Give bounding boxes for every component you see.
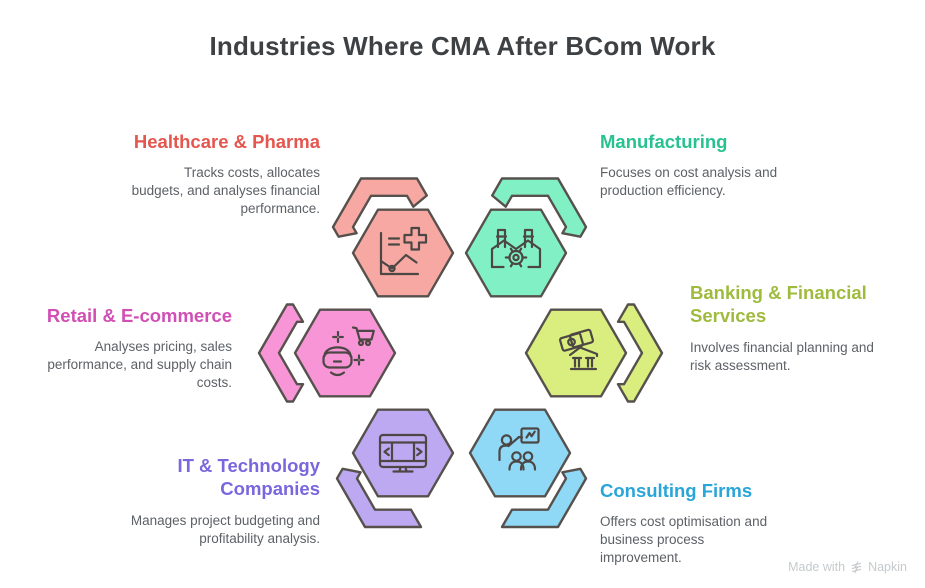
napkin-logo-icon (851, 560, 862, 573)
section-heading: Retail & E-commerce (46, 305, 232, 326)
hexagon-banking-financial (524, 303, 664, 403)
hexagon-accent (335, 467, 423, 529)
section-it-technology: IT & Technology Companies Manages projec… (65, 454, 320, 547)
hexagon (351, 208, 455, 298)
hexagon-accent (500, 467, 588, 529)
page-title: Industries Where CMA After BCom Work (209, 31, 716, 61)
hexagon-healthcare-pharma (331, 177, 455, 298)
hexagon (524, 308, 628, 398)
hexagon-accent (257, 303, 305, 403)
watermark-prefix: Made with (788, 560, 846, 574)
section-heading: Healthcare & Pharma (133, 131, 320, 152)
hexagon-it-technology (335, 408, 455, 529)
section-heading: Banking & Financial Services (690, 282, 867, 327)
section-healthcare-pharma: Healthcare & Pharma Tracks costs, alloca… (50, 130, 320, 218)
hexagon (351, 408, 455, 498)
section-description: Manages project budgeting and profitabil… (130, 512, 320, 546)
section-description: Tracks costs, allocates budgets, and ana… (131, 165, 320, 216)
section-heading: Manufacturing (600, 131, 728, 152)
chart-medical-cross-icon (379, 226, 428, 276)
presentation-people-icon (498, 427, 540, 471)
section-description: Involves financial planning and risk ass… (690, 339, 874, 373)
hexagon-cluster (257, 177, 664, 529)
hexagon-consulting-firms (468, 408, 588, 529)
section-description: Analyses pricing, sales performance, and… (47, 339, 232, 390)
hexagon-retail-ecommerce (257, 303, 397, 403)
hexagon-accent (331, 177, 428, 238)
section-heading: Consulting Firms (600, 480, 753, 501)
factory-gear-icon (490, 228, 542, 269)
section-manufacturing: Manufacturing Focuses on cost analysis a… (600, 130, 860, 200)
vr-headset-cart-icon (322, 326, 375, 377)
section-heading: IT & Technology Companies (177, 455, 320, 500)
section-consulting-firms: Consulting Firms Offers cost optimisatio… (600, 479, 835, 567)
watermark-brand: Napkin (868, 560, 907, 574)
hexagon-accent (616, 303, 664, 403)
hexagon-accent (491, 177, 588, 238)
monitor-code-icon (378, 433, 428, 473)
section-banking-financial: Banking & Financial Services Involves fi… (690, 281, 925, 374)
banknotes-bank-icon (558, 328, 599, 371)
section-description: Focuses on cost analysis and production … (600, 165, 778, 199)
section-retail-ecommerce: Retail & E-commerce Analyses pricing, sa… (0, 304, 232, 392)
hexagon-manufacturing (464, 177, 588, 298)
watermark: Made with Napkin (788, 560, 907, 574)
hexagon (464, 208, 568, 298)
section-description: Offers cost optimisation and business pr… (600, 514, 768, 565)
